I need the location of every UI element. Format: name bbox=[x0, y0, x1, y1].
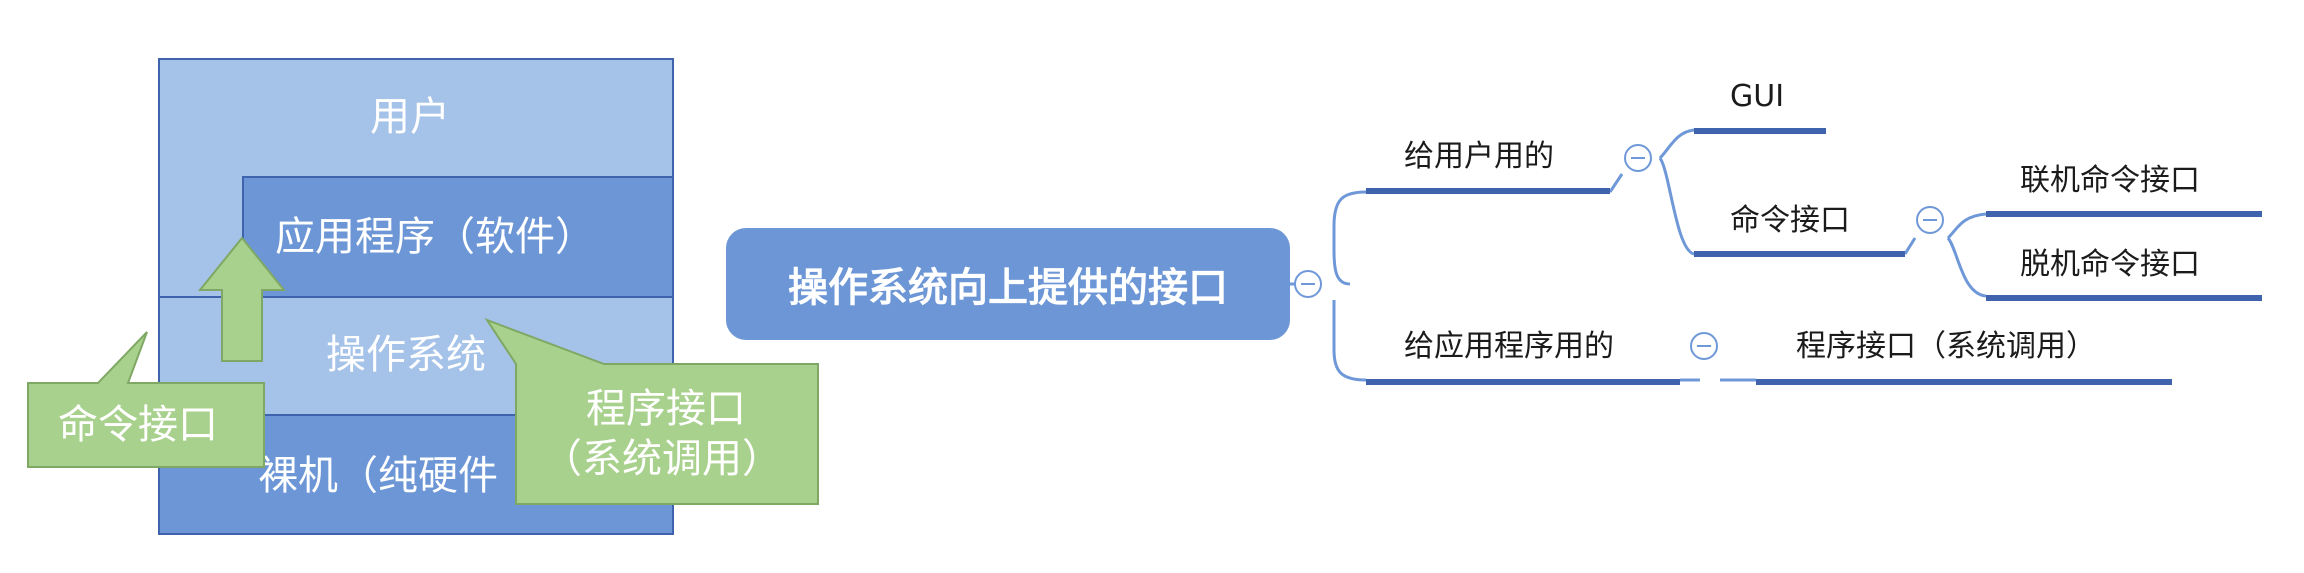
command-interface-collapse-toggle[interactable] bbox=[1916, 206, 1944, 234]
program-interface-node-label[interactable]: 程序接口（系统调用） bbox=[1796, 329, 2096, 364]
os-layer-label: 操作系统 bbox=[326, 332, 486, 378]
minus-icon bbox=[1301, 283, 1315, 285]
command-callout-shape bbox=[27, 331, 265, 468]
program-callout-shape bbox=[484, 317, 819, 505]
branch-user-label[interactable]: 给用户用的 bbox=[1404, 139, 1554, 174]
minus-icon bbox=[1631, 157, 1645, 159]
bare-machine-label: 裸机（纯硬件 bbox=[258, 453, 498, 499]
up-arrow-icon bbox=[197, 236, 287, 362]
program-callout-line1: 程序接口 bbox=[586, 386, 746, 432]
branch-app-label[interactable]: 给应用程序用的 bbox=[1404, 329, 1614, 364]
offline-command-node-label[interactable]: 脱机命令接口 bbox=[2020, 247, 2200, 282]
gui-node-label[interactable]: GUI bbox=[1730, 79, 1785, 114]
app-layer-label: 应用程序（软件） bbox=[275, 214, 595, 260]
user-layer-label: 用户 bbox=[370, 94, 450, 140]
command-interface-node-label[interactable]: 命令接口 bbox=[1730, 203, 1850, 238]
online-command-node-label[interactable]: 联机命令接口 bbox=[2020, 163, 2200, 198]
minus-icon bbox=[1697, 345, 1711, 347]
command-callout-label: 命令接口 bbox=[58, 402, 218, 448]
root-collapse-toggle[interactable] bbox=[1294, 270, 1322, 298]
app-layer bbox=[242, 176, 674, 298]
program-callout-line2: （系统调用） bbox=[542, 436, 782, 482]
minus-icon bbox=[1923, 219, 1937, 221]
mind-map-root-label: 操作系统向上提供的接口 bbox=[788, 265, 1228, 311]
mind-map-root[interactable]: 操作系统向上提供的接口 bbox=[726, 228, 1290, 340]
app-branch-collapse-toggle[interactable] bbox=[1690, 332, 1718, 360]
user-branch-collapse-toggle[interactable] bbox=[1624, 144, 1652, 172]
